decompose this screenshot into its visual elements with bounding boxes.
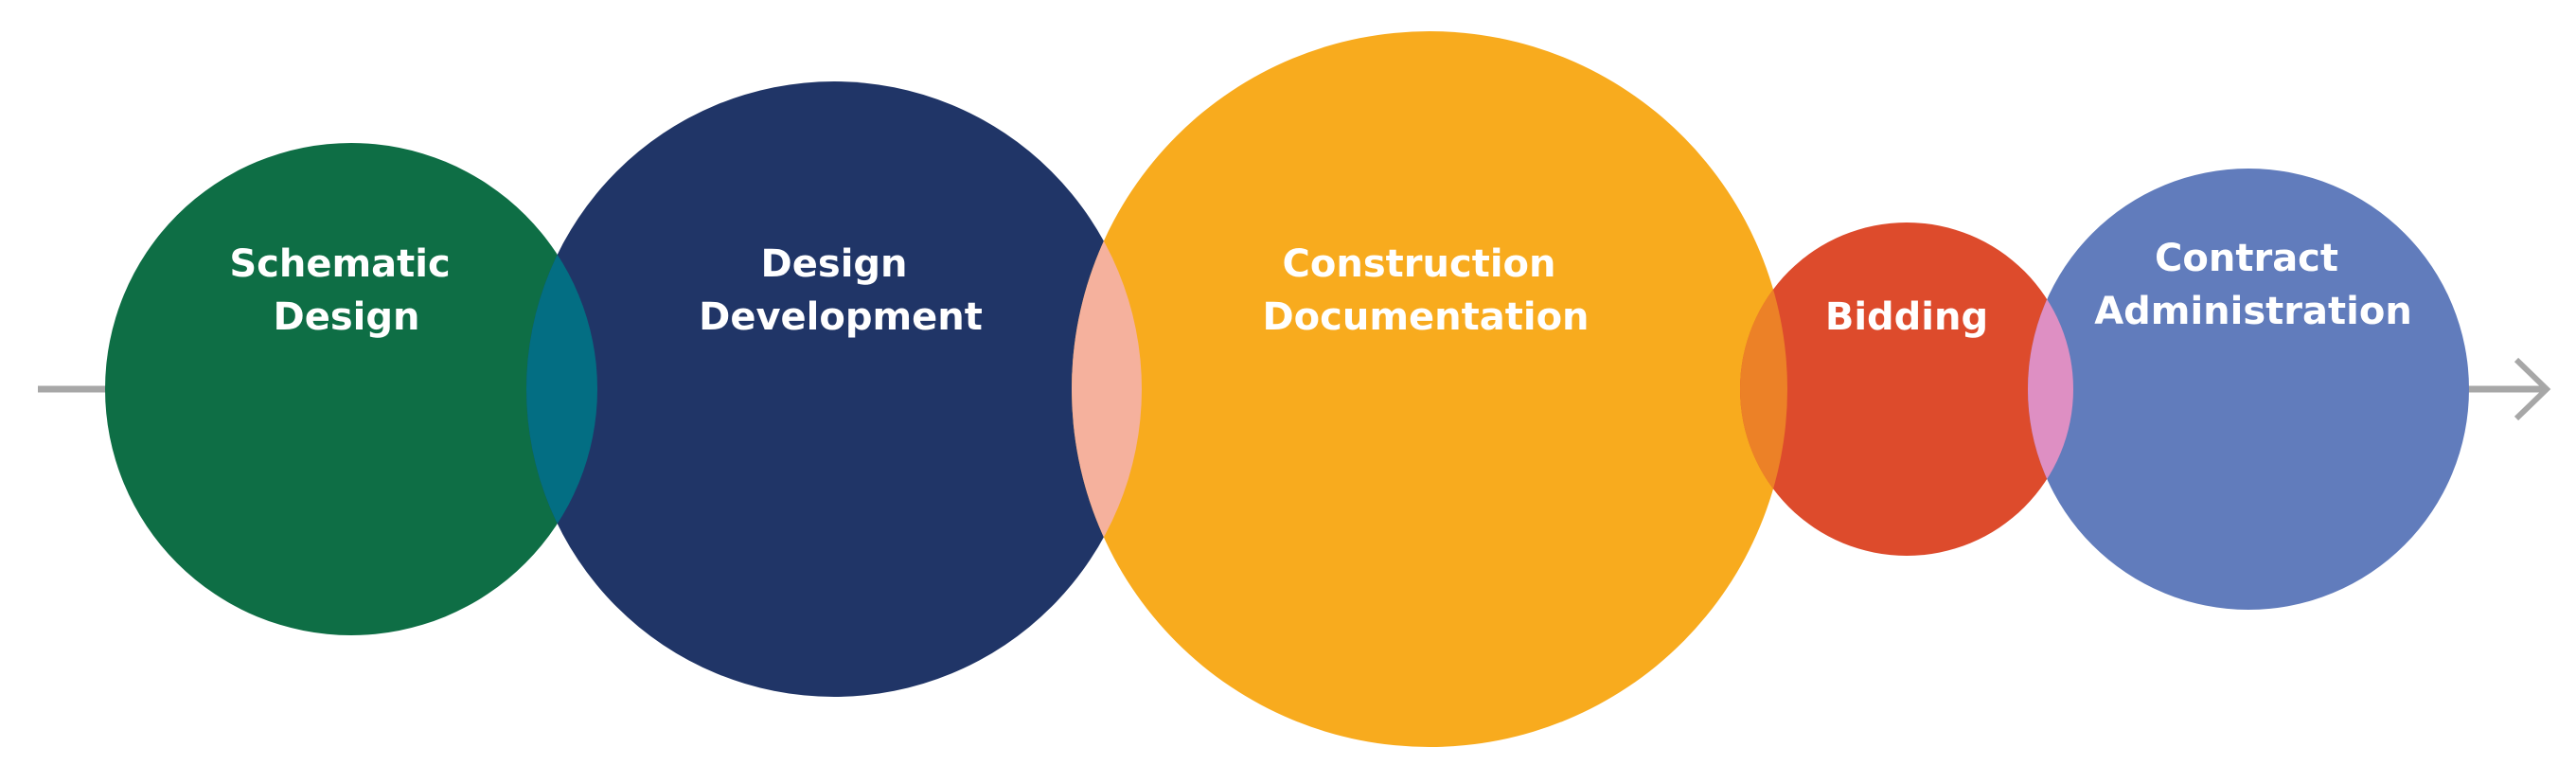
label-bidding: Bidding <box>1825 295 1988 339</box>
label-contract-administration: Contract Administration <box>2094 237 2412 333</box>
phase-circle-design-development <box>526 81 1142 697</box>
phase-circle-construction-documentation <box>1072 31 1787 747</box>
label-design-development: Design Development <box>699 242 983 339</box>
phase-circle-schematic-design <box>105 143 597 635</box>
label-schematic-design: Schematic Design <box>229 242 463 339</box>
phase-circle-contract-administration <box>2028 169 2469 610</box>
label-construction-documentation: Construction Documentation <box>1262 242 1589 339</box>
arrow-head-icon <box>2514 357 2551 421</box>
phase-circle-bidding <box>1740 222 2073 556</box>
